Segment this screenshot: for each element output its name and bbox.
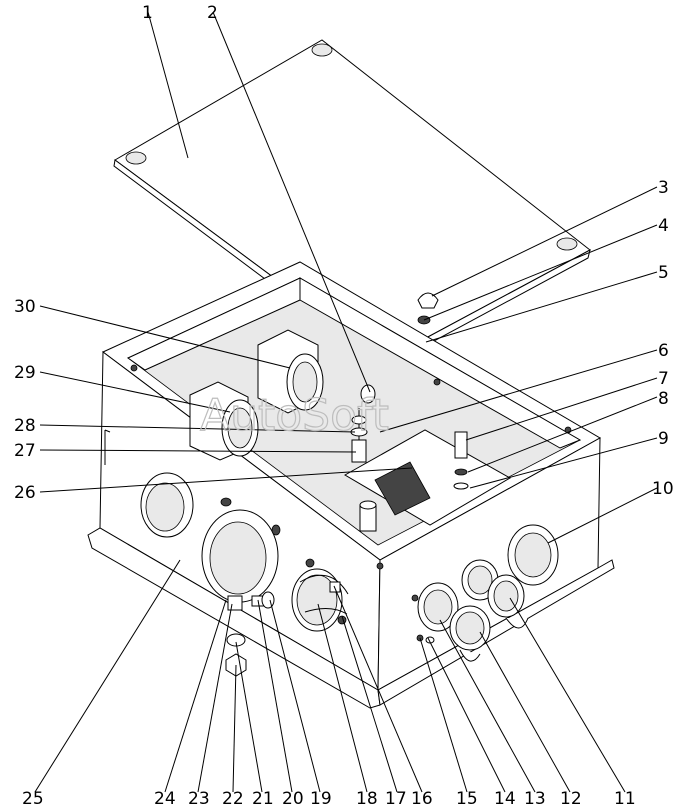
callout-5: 5 [658,263,669,283]
callout-15: 15 [456,789,478,809]
callout-23: 23 [188,789,210,809]
callout-27: 27 [14,441,36,461]
terminal-plate [343,384,512,532]
callout-29: 29 [14,363,36,383]
callout-30: 30 [14,297,36,317]
callout-3: 3 [658,178,669,198]
callout-6: 6 [658,341,669,361]
callout-26: 26 [14,483,36,503]
connector-25 [201,497,281,677]
callout-9: 9 [658,429,669,449]
blank-plug-10 [507,524,559,586]
callout-13: 13 [524,789,546,809]
connector-cap-12 [449,605,491,662]
callout-17: 17 [385,789,407,809]
callout-18: 18 [356,789,378,809]
callout-12: 12 [560,789,582,809]
callout-24: 24 [154,789,176,809]
watermark-text: AutoSoft [200,390,389,441]
callout-1: 1 [142,3,153,23]
cable-bushing-large [257,329,324,414]
callout-22: 22 [222,789,244,809]
connector-24 [140,472,194,538]
callout-4: 4 [658,216,669,236]
leader-lines [34,11,658,793]
cable-bushing-small [189,381,259,461]
connector-16 [291,558,349,632]
callout-21: 21 [252,789,274,809]
callout-28: 28 [14,416,36,436]
callout-16: 16 [411,789,433,809]
callout-7: 7 [658,369,669,389]
callout-14: 14 [494,789,516,809]
callout-25: 25 [22,789,44,809]
callout-19: 19 [310,789,332,809]
callout-20: 20 [282,789,304,809]
callout-11: 11 [614,789,636,809]
callout-10: 10 [652,479,674,499]
callout-8: 8 [658,389,669,409]
callout-2: 2 [207,3,218,23]
